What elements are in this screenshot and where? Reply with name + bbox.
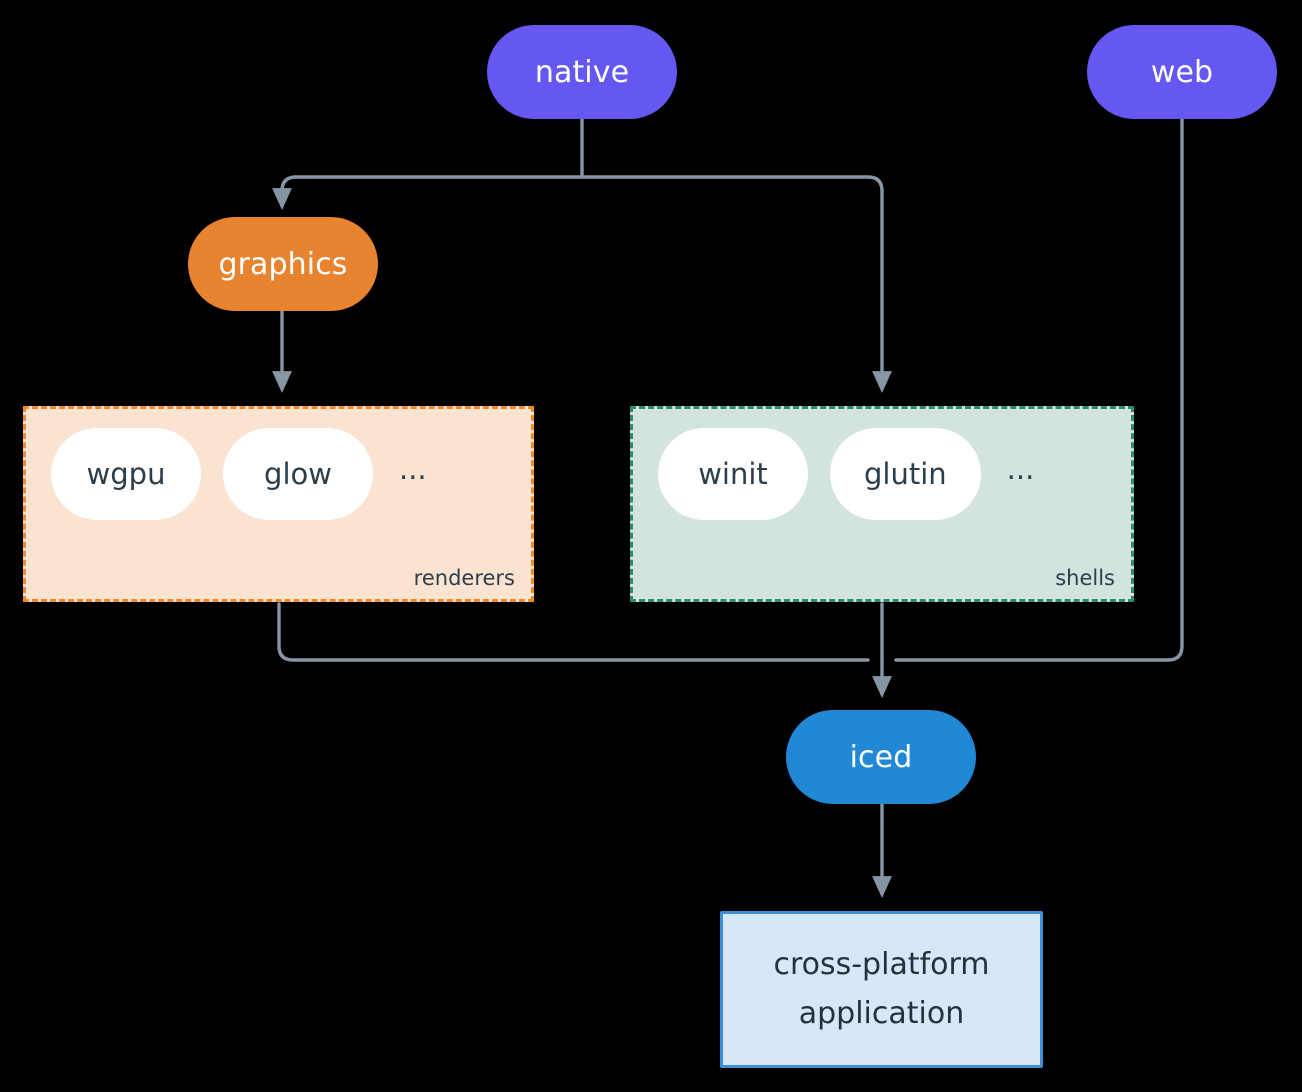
node-iced-label: iced bbox=[849, 739, 913, 775]
group-renderers-label: renderers bbox=[413, 566, 515, 590]
chip-glow-label: glow bbox=[264, 457, 332, 491]
node-graphics-label: graphics bbox=[218, 246, 348, 282]
node-iced[interactable]: iced bbox=[786, 710, 976, 804]
group-shells-items: winit glutin ... bbox=[658, 428, 1034, 520]
node-application-line1: cross-platform bbox=[773, 946, 990, 982]
edge-renderers-to-iced bbox=[277, 602, 870, 662]
chip-winit-label: winit bbox=[698, 457, 768, 491]
group-renderers-items: wgpu glow ... bbox=[51, 428, 427, 520]
group-renderers[interactable]: wgpu glow ... renderers bbox=[23, 406, 534, 602]
chip-glow[interactable]: glow bbox=[223, 428, 373, 520]
node-native-label: native bbox=[534, 54, 630, 90]
edge-web-to-iced bbox=[894, 117, 1184, 662]
chip-wgpu[interactable]: wgpu bbox=[51, 428, 201, 520]
node-application-line2: application bbox=[798, 995, 965, 1031]
edge-native-to-shells bbox=[580, 175, 892, 393]
group-shells[interactable]: winit glutin ... shells bbox=[630, 406, 1134, 602]
node-web[interactable]: web bbox=[1087, 25, 1277, 119]
node-graphics[interactable]: graphics bbox=[188, 217, 378, 311]
shells-overflow-ellipsis: ... bbox=[1006, 451, 1035, 486]
group-shells-label: shells bbox=[1055, 566, 1115, 590]
chip-glutin[interactable]: glutin bbox=[830, 428, 981, 520]
chip-winit[interactable]: winit bbox=[658, 428, 808, 520]
chip-glutin-label: glutin bbox=[864, 457, 947, 491]
node-web-label: web bbox=[1150, 54, 1214, 90]
node-application[interactable]: cross-platform application bbox=[720, 911, 1043, 1068]
node-native[interactable]: native bbox=[487, 25, 677, 119]
chip-wgpu-label: wgpu bbox=[86, 457, 166, 491]
edge-native-to-graphics bbox=[272, 175, 584, 210]
renderers-overflow-ellipsis: ... bbox=[399, 451, 427, 486]
